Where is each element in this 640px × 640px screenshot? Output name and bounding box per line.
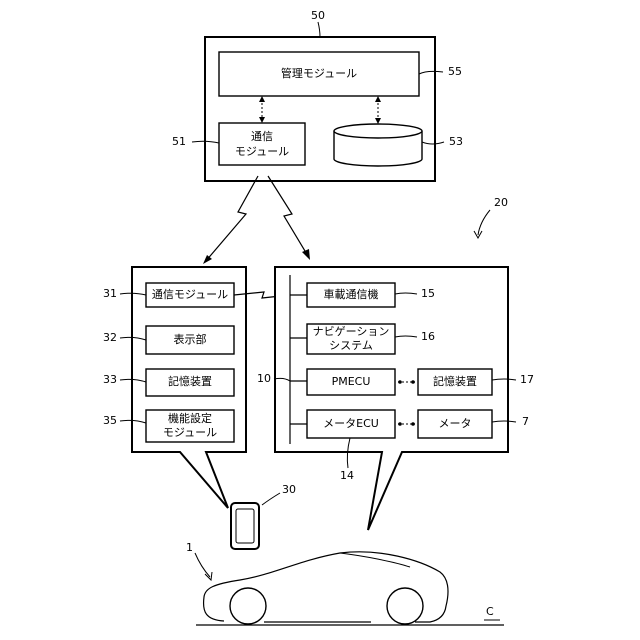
display-ref: 32	[103, 331, 117, 344]
vehicle-ref-leader	[195, 553, 210, 577]
server-ref: 50	[311, 9, 325, 22]
database-icon	[334, 124, 422, 166]
database-ref: 53	[449, 135, 463, 148]
meter-label: メータ	[439, 417, 472, 430]
phone-storage-ref: 33	[103, 373, 117, 386]
phone-comm-module-ref: 31	[103, 287, 117, 300]
smartphone-ref: 30	[282, 483, 296, 496]
smartphone-icon	[231, 503, 259, 549]
navigation-ref: 16	[421, 330, 435, 343]
server-comm-module-line2: モジュール	[235, 145, 289, 158]
server-comm-module-line1: 通信	[251, 130, 273, 143]
vehicle-storage-label: 記憶装置	[433, 374, 477, 388]
corner-letter: C	[486, 605, 494, 618]
server-ref-leader	[318, 22, 320, 37]
display-label: 表示部	[174, 332, 207, 346]
vehicle-storage-ref: 17	[520, 373, 534, 386]
pmecu-ref: 10	[257, 372, 271, 385]
onboard-comm-ref: 15	[421, 287, 435, 300]
vehicle-ref: 1	[186, 541, 193, 554]
management-module-label: 管理モジュール	[281, 66, 357, 80]
function-setting-line2: モジュール	[163, 426, 217, 439]
wireless-link-server-phone	[205, 176, 258, 262]
pmecu-label: PMECU	[332, 375, 371, 388]
system-ref: 20	[494, 196, 508, 209]
meter-ref: 7	[522, 415, 529, 428]
system-ref-leader	[478, 210, 490, 235]
management-module-ref: 55	[448, 65, 462, 78]
smartphone-leader	[262, 493, 280, 505]
function-setting-ref: 35	[103, 414, 117, 427]
server-comm-module-ref: 51	[172, 135, 186, 148]
wireless-link-arrowhead-right	[302, 249, 310, 260]
meter-ecu-ref: 14	[340, 469, 354, 482]
meter-ecu-label: メータECU	[323, 417, 379, 430]
phone-comm-module-label: 通信モジュール	[152, 288, 228, 301]
wireless-link-arrowhead-left	[203, 255, 212, 264]
navigation-line1: ナビゲーション	[313, 325, 390, 338]
function-setting-line1: 機能設定	[168, 411, 212, 425]
phone-storage-label: 記憶装置	[168, 374, 212, 388]
car-icon	[204, 552, 448, 624]
onboard-comm-label: 車載通信機	[324, 287, 379, 301]
navigation-line2: システム	[329, 339, 373, 352]
wireless-link-server-vehicle	[268, 176, 308, 256]
